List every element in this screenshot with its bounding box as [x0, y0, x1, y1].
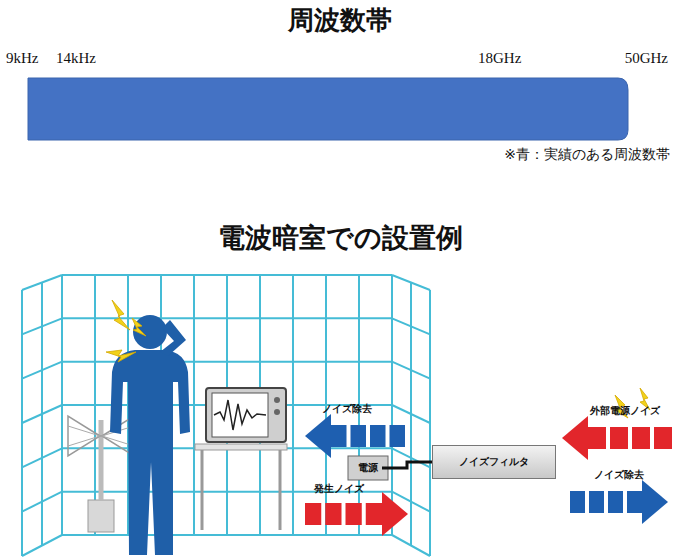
frequency-label: 50GHz: [625, 50, 668, 67]
noise-arrows: [305, 414, 672, 536]
power-wire: [382, 462, 432, 468]
frequency-label: 18GHz: [478, 50, 521, 67]
legend-note: ※青：実績のある周波数帯: [504, 146, 670, 162]
power-source-box: 電源: [354, 458, 382, 478]
node-text: ノイズフィルタ: [433, 456, 555, 468]
section-heading: 電波暗室での設置例: [218, 222, 463, 253]
frequency-label: 9kHz: [6, 50, 39, 67]
noise-filter-box: ノイズフィルタ: [432, 445, 556, 479]
lightning-bolt: [106, 300, 650, 418]
arrow-label: 外部電源ノイズ: [590, 405, 660, 417]
person-silhouette: [110, 315, 190, 555]
heading: 周波数帯: [288, 6, 392, 36]
arrow-label: ノイズ除去: [594, 469, 644, 481]
anechoic-room-grid: [22, 275, 430, 556]
frequency-band-bar: [28, 78, 628, 140]
arrow-label: 発生ノイズ: [314, 483, 364, 495]
frequency-label: 14kHz: [56, 50, 96, 67]
arrow-label: ノイズ除去: [322, 403, 372, 415]
table-monitor: [195, 388, 287, 530]
node-text: 電源: [354, 462, 382, 474]
antenna: [68, 416, 134, 532]
